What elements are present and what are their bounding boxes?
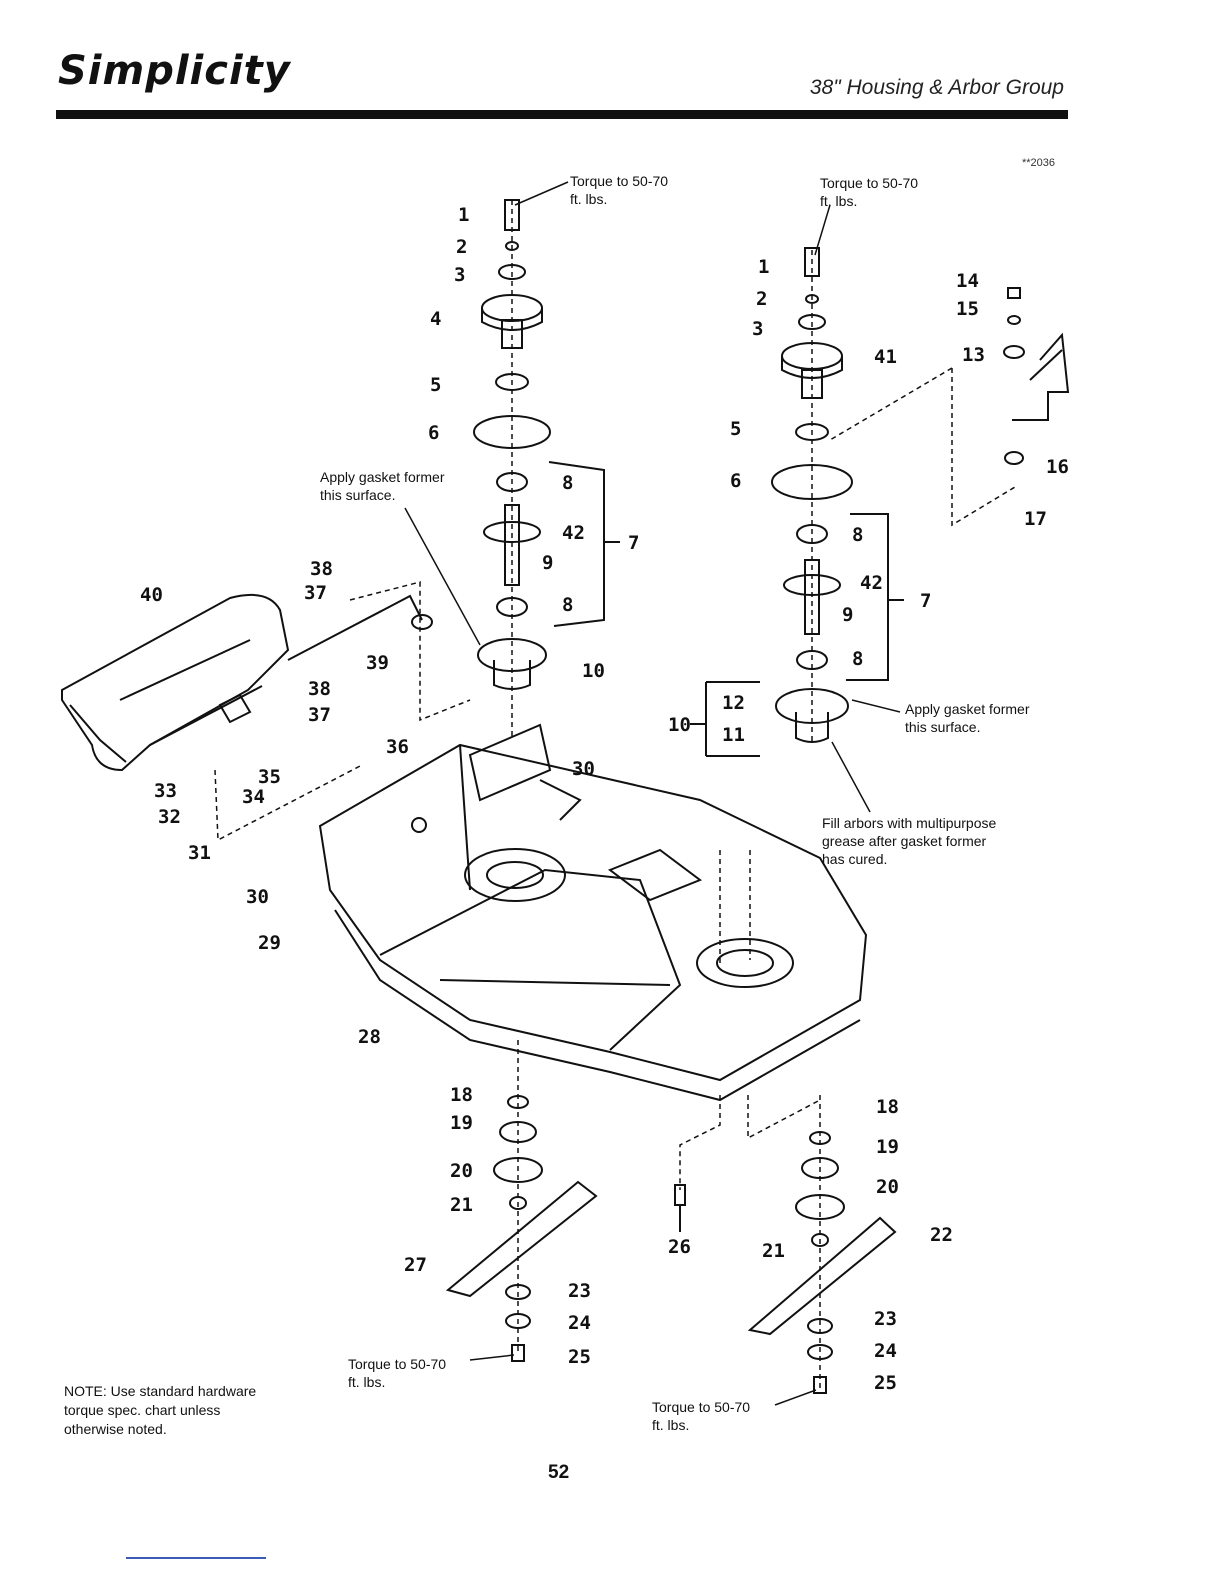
part-number: 12 xyxy=(722,692,745,714)
part-number: 7 xyxy=(920,590,932,612)
mower-deck-housing xyxy=(318,723,868,1102)
part-number: 38 xyxy=(308,678,331,700)
part-number: 7 xyxy=(628,532,640,554)
part-number: 21 xyxy=(762,1240,785,1262)
part-number: 31 xyxy=(188,842,211,864)
right-blade-stack xyxy=(674,1095,897,1394)
part-number: 6 xyxy=(730,470,742,492)
part-number: 25 xyxy=(874,1372,897,1394)
part-number: 22 xyxy=(930,1224,953,1246)
part-number: 6 xyxy=(428,422,440,444)
part-number: 37 xyxy=(304,582,327,604)
part-number: 3 xyxy=(454,264,466,286)
part-number: 30 xyxy=(246,886,269,908)
part-number: 35 xyxy=(258,766,281,788)
part-number: 5 xyxy=(430,374,442,396)
part-number: 20 xyxy=(450,1160,473,1182)
idler-bracket xyxy=(829,287,1070,527)
discharge-chute xyxy=(61,581,471,842)
part-number: 21 xyxy=(450,1194,473,1216)
part-number: 5 xyxy=(730,418,742,440)
part-number: 38 xyxy=(310,558,333,580)
part-number: 16 xyxy=(1046,456,1069,478)
part-number: 42 xyxy=(562,522,585,544)
part-number: 27 xyxy=(404,1254,427,1276)
part-number: 42 xyxy=(860,572,883,594)
part-number: 3 xyxy=(752,318,764,340)
part-number: 8 xyxy=(852,524,864,546)
part-number: 19 xyxy=(876,1136,899,1158)
part-number: 29 xyxy=(258,932,281,954)
part-number: 9 xyxy=(842,604,854,626)
part-number: 2 xyxy=(456,236,468,258)
part-number: 25 xyxy=(568,1346,591,1368)
part-number: 40 xyxy=(140,584,163,606)
part-number: 24 xyxy=(568,1312,591,1334)
part-number: 1 xyxy=(758,256,770,278)
part-number: 15 xyxy=(956,298,979,320)
header-rule xyxy=(56,110,1068,119)
page-number: 52 xyxy=(548,1462,570,1483)
leader-lines xyxy=(404,181,901,1406)
part-number: 39 xyxy=(366,652,389,674)
part-number: 18 xyxy=(450,1084,473,1106)
part-number: 26 xyxy=(668,1236,691,1258)
part-number: 11 xyxy=(722,724,745,746)
left-arbor-stack xyxy=(473,199,620,740)
part-number: 30 xyxy=(572,758,595,780)
part-number: 8 xyxy=(562,594,574,616)
part-number: 33 xyxy=(154,780,177,802)
section-title: 38" Housing & Arbor Group xyxy=(809,76,1064,99)
part-number: 24 xyxy=(874,1340,897,1362)
part-number: 41 xyxy=(874,346,897,368)
brand-logo: Simplicity xyxy=(58,48,291,94)
right-arbor-stack xyxy=(690,247,904,965)
part-number: 28 xyxy=(358,1026,381,1048)
part-number: 1 xyxy=(458,204,470,226)
part-number: 8 xyxy=(852,648,864,670)
left-blade-stack xyxy=(445,1040,598,1362)
part-number: 23 xyxy=(874,1308,897,1330)
part-number: 32 xyxy=(158,806,181,828)
part-number: 14 xyxy=(956,270,979,292)
part-number: 13 xyxy=(962,344,985,366)
part-number: 20 xyxy=(876,1176,899,1198)
part-number: 34 xyxy=(242,786,265,808)
part-number: 10 xyxy=(582,660,605,682)
part-number: 4 xyxy=(430,308,442,330)
part-number: 18 xyxy=(876,1096,899,1118)
diagram-code: **2036 xyxy=(1022,157,1056,169)
part-number: 17 xyxy=(1024,508,1047,530)
part-number: 19 xyxy=(450,1112,473,1134)
part-number: 36 xyxy=(386,736,409,758)
part-number: 2 xyxy=(756,288,768,310)
part-number: 37 xyxy=(308,704,331,726)
part-number: 23 xyxy=(568,1280,591,1302)
footer-line xyxy=(126,1557,266,1559)
part-number: 9 xyxy=(542,552,554,574)
part-number: 10 xyxy=(668,714,691,736)
part-number: 8 xyxy=(562,472,574,494)
